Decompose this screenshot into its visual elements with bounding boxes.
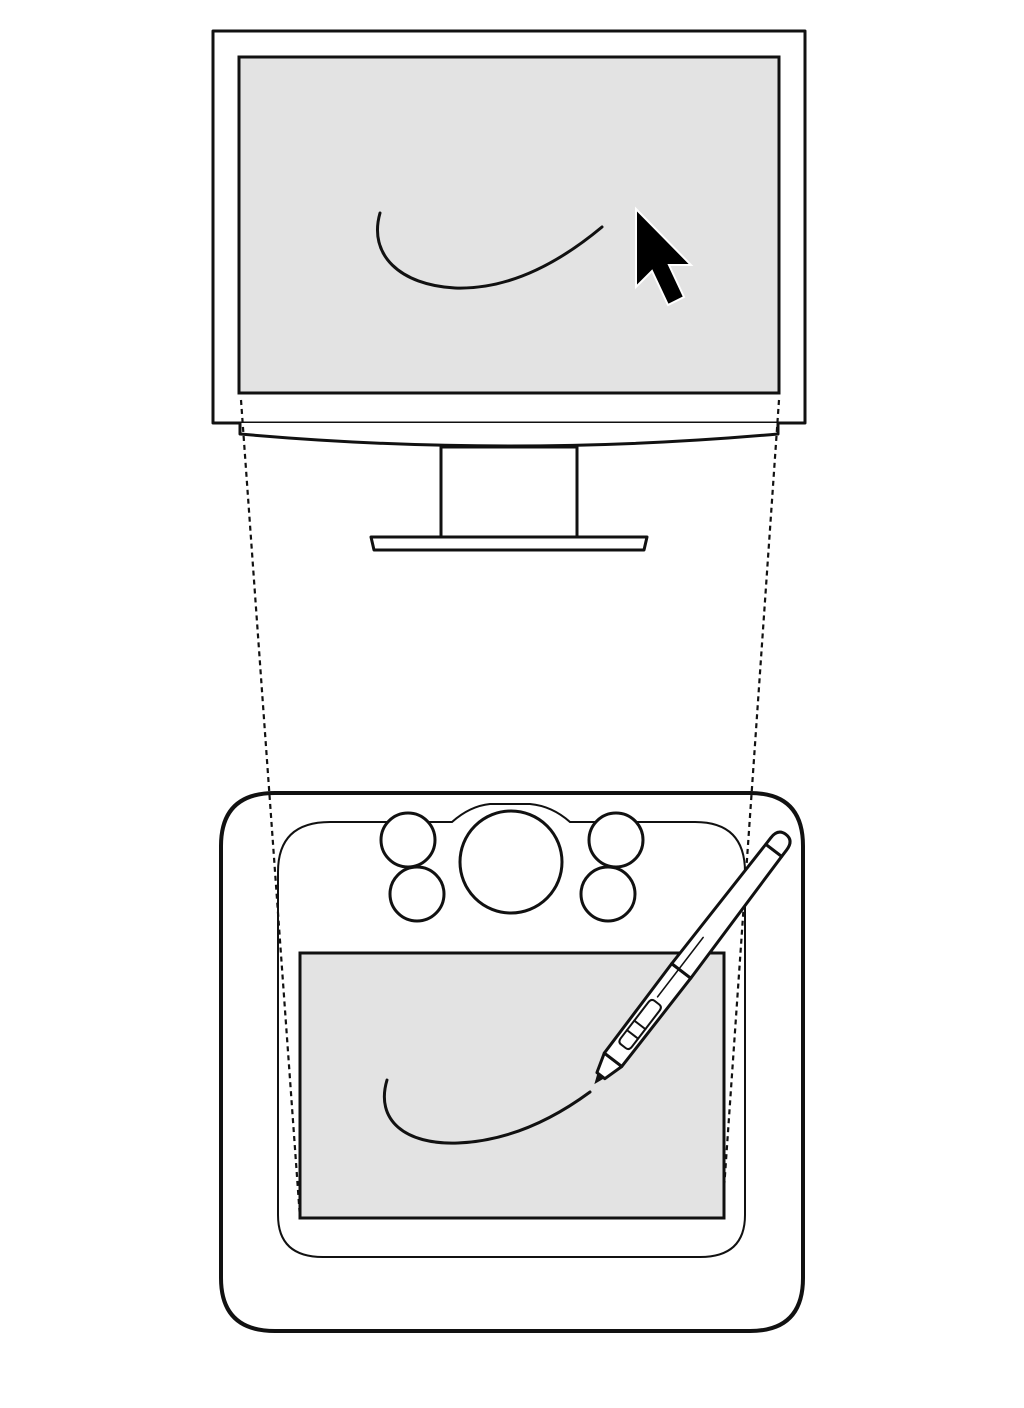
monitor-chin xyxy=(238,421,780,448)
tablet-face xyxy=(277,803,746,1258)
monitor-neck xyxy=(439,445,579,539)
monitor-foot xyxy=(369,535,649,552)
pen-eraser[interactable] xyxy=(764,828,794,858)
screen-stroke xyxy=(376,211,604,290)
express-key-top-right[interactable] xyxy=(587,811,645,869)
stylus-pen-icon[interactable] xyxy=(586,827,795,1089)
touch-ring[interactable] xyxy=(458,809,564,915)
pen-switch-divider-a xyxy=(625,1029,640,1040)
tablet xyxy=(219,791,805,1333)
arrow-cursor-icon xyxy=(635,206,694,307)
pen-barrel-highlight xyxy=(656,936,704,998)
express-key-top-left[interactable] xyxy=(379,811,437,869)
monitor-screen xyxy=(237,55,781,395)
mapping-line-left xyxy=(239,399,302,1219)
mapping-lines xyxy=(239,399,781,1219)
pen-switch-divider-b xyxy=(633,1019,647,1031)
pen-barrel xyxy=(670,842,784,980)
express-key-bottom-right[interactable] xyxy=(579,865,637,923)
express-key-bottom-left[interactable] xyxy=(388,865,446,923)
tablet-body xyxy=(219,791,805,1333)
mapping-line-right xyxy=(720,399,781,1219)
tablet-stroke xyxy=(382,1078,592,1145)
monitor xyxy=(211,29,807,552)
